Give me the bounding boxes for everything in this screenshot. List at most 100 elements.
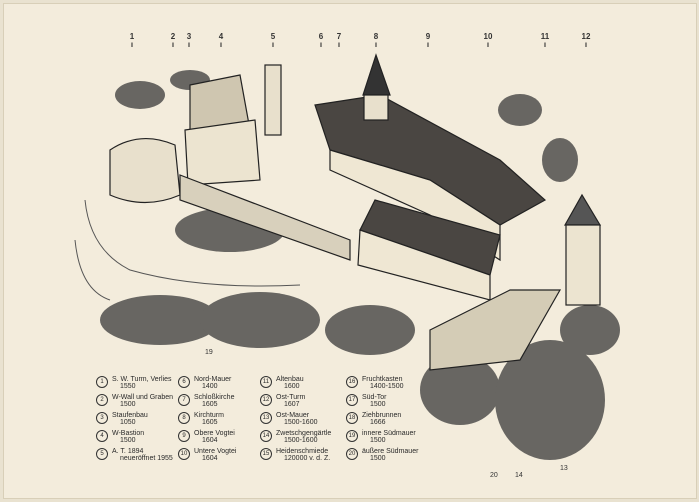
legend-year: 1500 [370,455,386,462]
legend-number: 18 [346,412,358,424]
legend-number: 14 [260,430,272,442]
legend-name: innere Südmauer [362,430,416,437]
legend-number: 12 [260,394,272,406]
legend-name: Ost-Mauer [276,412,310,419]
legend-number: 1 [96,376,108,388]
legend-year: 1604 [202,437,218,444]
legend-name: äußere Südmauer [362,448,419,455]
drawing-label-20: 20 [490,472,498,479]
trees [100,70,620,460]
legend-number: 9 [178,430,190,442]
legend-item: 13 Ost-Mauer 1500-1600 [260,412,346,428]
legend-year: 1500 [120,401,136,408]
legend-name: Untere Vogtei [194,448,237,455]
legend-name: A. T. 1894 [112,448,144,455]
legend-number: 11 [260,376,272,388]
legend-number: 15 [260,448,272,460]
legend-name: Kirchturm [194,412,224,419]
legend-name: Süd-Tor [362,394,387,401]
legend-item: 16 Fruchtkasten 1400-1500 [346,376,456,392]
legend-year: 120000 v. d. Z. [284,455,331,462]
legend-name: S. W. Turm, Verlies [112,376,172,383]
drawing-label-13: 13 [560,465,568,472]
legend-name: Ziehbrunnen [362,412,402,419]
legend-name: W-Bastion [112,430,145,437]
legend-item: 15 Heidenschmiede 120000 v. d. Z. [260,448,346,464]
legend-name: Obere Vogtei [194,430,235,437]
legend-item: 18 Ziehbrunnen 1666 [346,412,456,428]
legend-year: 1600 [284,383,300,390]
legend-number: 16 [346,376,358,388]
legend-item: 9 Obere Vogtei 1604 [178,430,260,446]
legend-year: 1050 [120,419,136,426]
legend-number: 7 [178,394,190,406]
legend-item: 7 Schloßkirche 1605 [178,394,260,410]
legend-year: 1666 [370,419,386,426]
legend-year: 1550 [120,383,136,390]
legend-year: 1500 [370,401,386,408]
legend-item: 10 Untere Vogtei 1604 [178,448,260,464]
legend-name: Ost-Turm [276,394,306,401]
legend-name: Fruchtkasten [362,376,403,383]
legend-year: 1500-1600 [284,437,318,444]
legend-item: 8 Kirchturm 1605 [178,412,260,428]
legend-number: 10 [178,448,190,460]
legend-year: neueröffnet 1955 [120,455,173,462]
legend-name: Schloßkirche [194,394,235,401]
legend-number: 5 [96,448,108,460]
legend-name: W-Wall und Graben [112,394,174,401]
legend-name: Nord-Mauer [194,376,232,383]
legend-item: 12 Ost-Turm 1607 [260,394,346,410]
legend-number: 2 [96,394,108,406]
legend-item: 19 innere Südmauer 1500 [346,430,456,446]
legend-item: 11 Altenbau 1600 [260,376,346,392]
legend-name: Heidenschmiede [276,448,329,455]
legend-item: 5 A. T. 1894 neueröffnet 1955 [96,448,178,464]
legend-number: 19 [346,430,358,442]
legend-number: 8 [178,412,190,424]
legend-name: Staufenbau [112,412,148,419]
legend-year: 1500-1600 [284,419,318,426]
legend-year: 1604 [202,455,218,462]
legend-year: 1607 [284,401,300,408]
legend-number: 20 [346,448,358,460]
legend-year: 1605 [202,419,218,426]
legend-year: 1500 [370,437,386,444]
legend-item: 20 äußere Südmauer 1500 [346,448,456,464]
legend-item: 17 Süd-Tor 1500 [346,394,456,410]
legend-year: 1605 [202,401,218,408]
legend-number: 3 [96,412,108,424]
legend-year: 1500 [120,437,136,444]
legend-year: 1400-1500 [370,383,404,390]
legend-number: 6 [178,376,190,388]
legend-number: 4 [96,430,108,442]
legend-name: Zwetschgengärtle [276,430,332,437]
legend-year: 1400 [202,383,218,390]
legend-item: 6 Nord-Mauer 1400 [178,376,260,392]
paths [74,199,301,301]
drawing-label-19: 19 [205,349,213,356]
legend-number: 13 [260,412,272,424]
legend-number: 17 [346,394,358,406]
legend-item: 2 W-Wall und Graben 1500 [96,394,178,410]
legend-item: 3 Staufenbau 1050 [96,412,178,428]
legend-item: 1 S. W. Turm, Verlies 1550 [96,376,178,392]
legend-name: Altenbau [276,376,304,383]
castle-buildings [109,53,602,371]
drawing-label-14: 14 [515,472,523,479]
legend-item: 4 W-Bastion 1500 [96,430,178,446]
